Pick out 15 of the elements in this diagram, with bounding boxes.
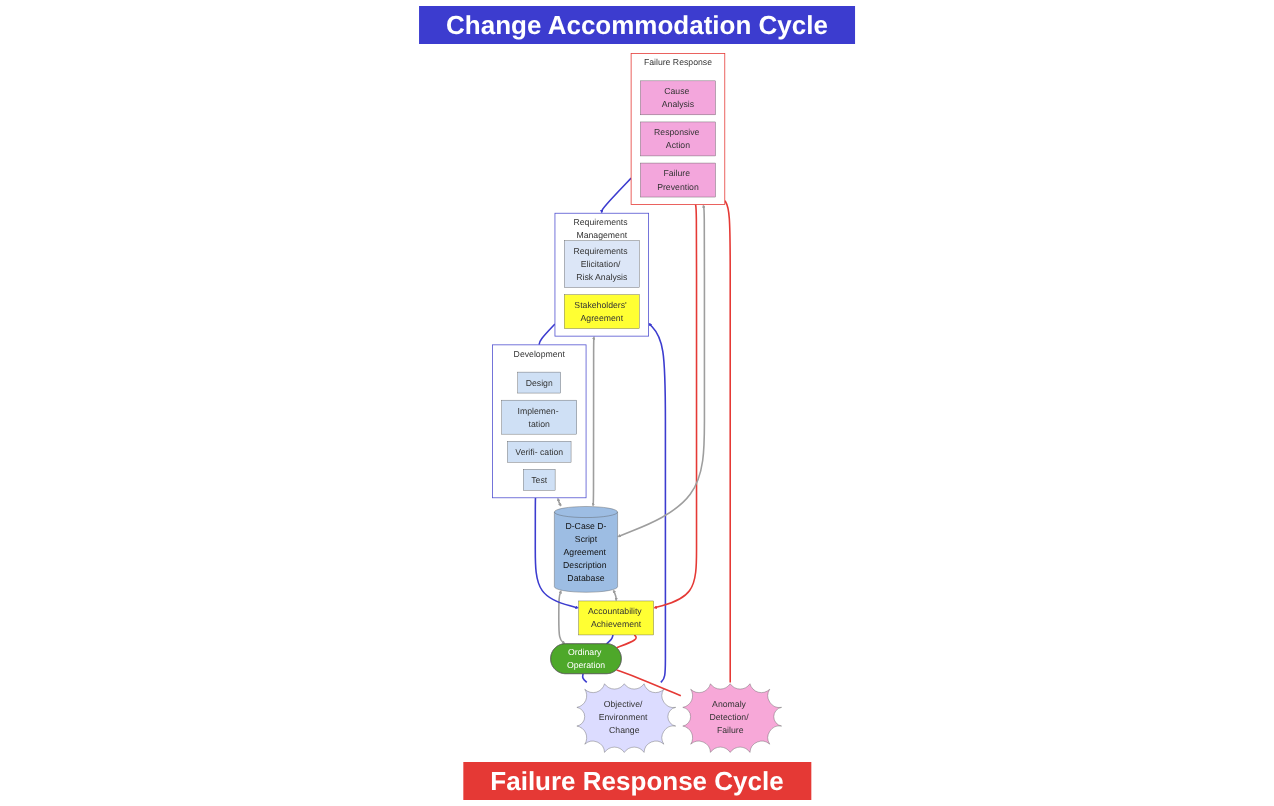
- arrow: [600, 177, 632, 214]
- arrow: [534, 497, 579, 609]
- connector: [615, 634, 637, 649]
- connector: [538, 323, 556, 346]
- arrow: [591, 336, 596, 507]
- connector: [615, 669, 682, 697]
- connector: [724, 199, 731, 684]
- arrow: [556, 497, 562, 507]
- cycle-title: Change Accommodation Cycle: [418, 6, 856, 44]
- connector: [581, 673, 588, 684]
- cycle-title: Failure Response Cycle: [462, 762, 812, 800]
- arrow: [653, 203, 698, 609]
- arrow: [558, 590, 566, 645]
- arrow: [648, 322, 667, 684]
- arrow: [617, 204, 706, 538]
